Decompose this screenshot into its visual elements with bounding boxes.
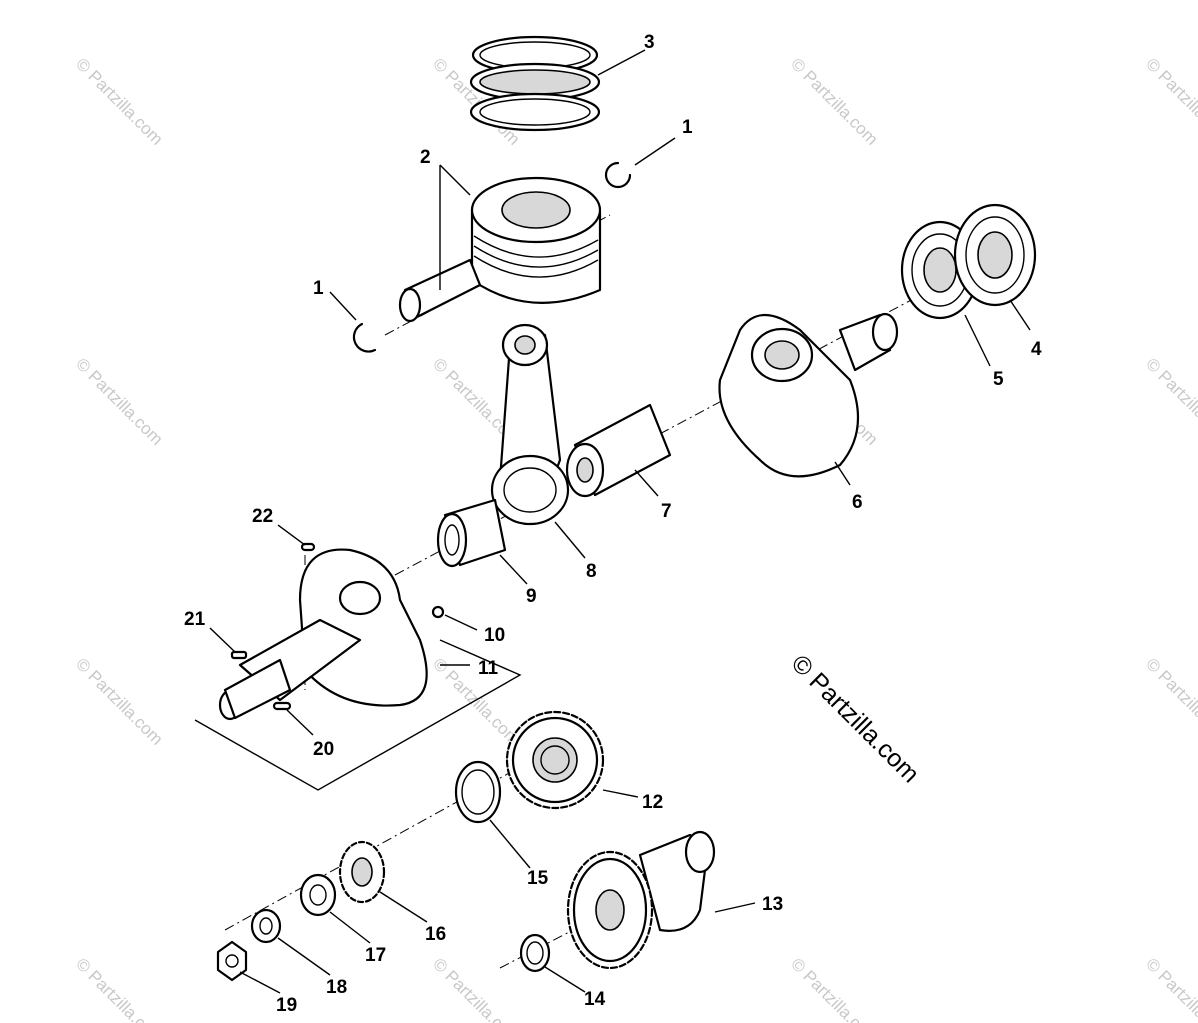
hex-nut	[216, 940, 248, 982]
needle-bearing	[436, 498, 507, 568]
crankshaft-right-half	[718, 312, 899, 478]
connecting-rod	[490, 323, 570, 526]
thrust-washer	[454, 760, 502, 824]
callout-18: 18	[326, 977, 347, 998]
piston	[398, 176, 602, 323]
callout-9: 9	[526, 586, 537, 607]
crank-pin	[565, 403, 672, 498]
callout-3: 3	[644, 32, 655, 53]
callout-4: 4	[1031, 339, 1042, 360]
circlip-right	[604, 161, 632, 189]
ball-10	[431, 605, 445, 619]
callout-5: 5	[993, 369, 1004, 390]
watermark: © Partzilla.com	[429, 954, 523, 1023]
watermark: © Partzilla.com	[1142, 654, 1198, 748]
main-bearing-4	[953, 203, 1037, 307]
watermark: © Partzilla.com	[1142, 354, 1198, 448]
callout-17: 17	[365, 945, 386, 966]
slotted-nut	[299, 873, 337, 917]
shim-washer	[519, 933, 551, 973]
callout-22: 22	[252, 506, 273, 527]
watermark: © Partzilla.com	[787, 954, 881, 1023]
watermark: © Partzilla.com	[787, 54, 881, 148]
callout-15: 15	[527, 868, 549, 889]
callout-19: 19	[276, 995, 297, 1016]
watermark: © Partzilla.com	[72, 654, 166, 748]
callout-1-right: 1	[682, 117, 693, 138]
callout-14: 14	[584, 989, 606, 1010]
watermark: © Partzilla.com	[72, 354, 166, 448]
leader-lines	[209, 49, 1031, 994]
balance-shaft-gear	[566, 830, 716, 970]
watermark: © Partzilla.com	[1142, 954, 1198, 1023]
watermark: © Partzilla.com	[72, 54, 166, 148]
crankshaft-left-half	[218, 548, 428, 721]
callout-6: 6	[852, 492, 863, 513]
piston-ring-set	[469, 35, 601, 132]
drive-gear	[505, 710, 605, 810]
callout-16: 16	[425, 924, 446, 945]
callout-13: 13	[762, 894, 783, 915]
timing-sprocket	[338, 840, 386, 904]
callout-2: 2	[420, 147, 431, 168]
watermark: © Partzilla.com	[429, 654, 523, 748]
watermark: © Partzilla.com	[1142, 54, 1198, 148]
callout-1-left: 1	[313, 278, 324, 299]
callout-labels: 1 1 2 3 4 5 6 7 8 9 10 11 12 13 14 15 16…	[184, 32, 1042, 1016]
callout-7: 7	[661, 501, 672, 522]
watermark: © Partzilla.com	[72, 954, 166, 1023]
callout-20: 20	[313, 739, 334, 760]
flat-washer	[250, 908, 282, 944]
callout-8: 8	[586, 561, 597, 582]
callout-21: 21	[184, 609, 206, 630]
copyright-text: © Partzilla.com	[786, 649, 925, 788]
callout-11: 11	[478, 658, 499, 679]
pin-22	[300, 542, 316, 552]
callout-12: 12	[642, 792, 663, 813]
callout-10: 10	[484, 625, 505, 646]
circlip-left	[352, 322, 377, 353]
pin-20	[272, 701, 292, 711]
key-21	[230, 650, 248, 660]
